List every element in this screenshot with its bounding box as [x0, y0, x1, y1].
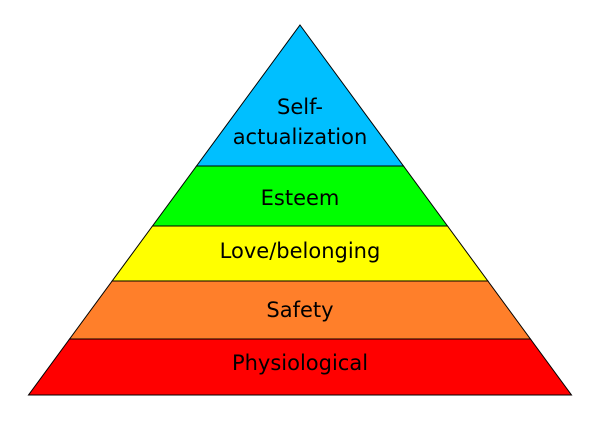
pyramid-level-physiological — [27, 338, 573, 396]
level-label-esteem: Esteem — [261, 186, 340, 210]
level-label-self-actualization: Self- — [277, 95, 323, 119]
level-label-self-actualization: actualization — [233, 125, 368, 149]
level-label-love-belonging: Love/belonging — [220, 239, 381, 263]
level-label-safety: Safety — [266, 298, 333, 322]
level-label-physiological: Physiological — [232, 351, 368, 375]
